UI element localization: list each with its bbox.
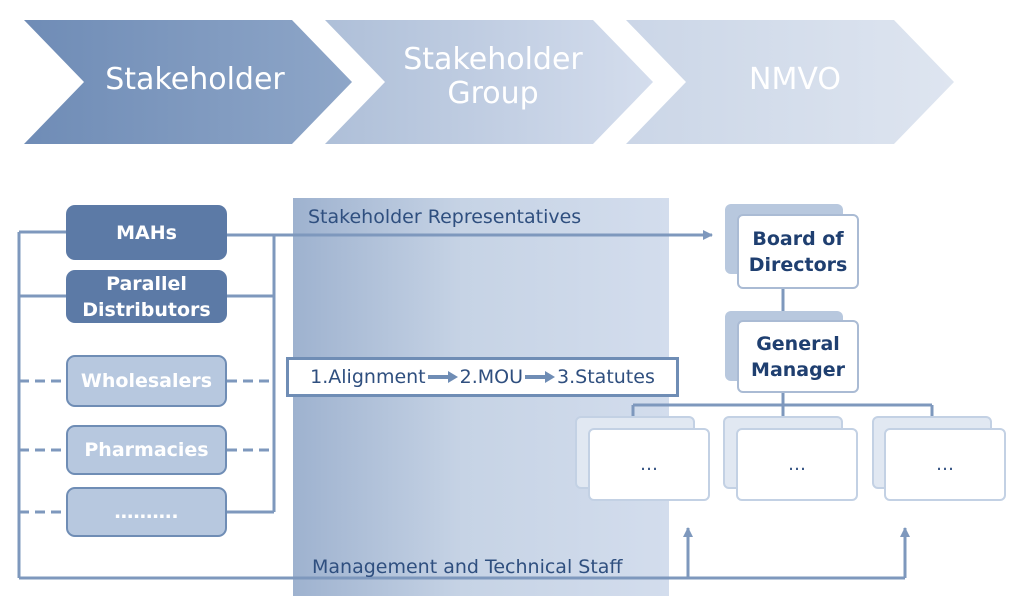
parallel-distributors-box: Parallel Distributors (66, 270, 227, 323)
pharmacies-label: Pharmacies (84, 439, 209, 461)
process-step-alignment: 1.Alignment (310, 366, 426, 388)
header-step-2-label: Stakeholder Group (378, 43, 608, 111)
unit-label: … (788, 454, 806, 475)
chevron-step-1 (24, 20, 352, 144)
board-of-directors-box: Board of Directors (737, 214, 859, 289)
management-staff-label: Management and Technical Staff (312, 556, 623, 578)
mahs-box: MAHs (66, 205, 227, 260)
chevron-step-3 (626, 20, 954, 144)
unit-box-3: … (884, 428, 1006, 501)
unit-label: … (936, 454, 954, 475)
step-label: Stakeholder Group (403, 42, 583, 111)
gm-label: General Manager (751, 332, 845, 381)
mahs-label: MAHs (116, 221, 177, 244)
header-step-3-label: NMVO (680, 63, 910, 97)
process-step-mou: 2.MOU (459, 366, 524, 388)
arrow-right-icon (427, 371, 458, 383)
unit-box-1: … (588, 428, 710, 501)
step-label: Stakeholder (105, 62, 285, 97)
step-label: NMVO (749, 62, 841, 97)
stakeholder-representatives-label: Stakeholder Representatives (308, 206, 582, 228)
wholesalers-label: Wholesalers (80, 370, 213, 392)
pharmacies-box: Pharmacies (66, 425, 227, 475)
parallel-distributors-label: Parallel Distributors (82, 272, 211, 321)
board-label: Board of Directors (748, 227, 848, 276)
header-step-1-label: Stakeholder (80, 63, 310, 97)
general-manager-box: General Manager (737, 320, 859, 393)
unit-label: … (640, 454, 658, 475)
more-stakeholders-box: ………. (66, 487, 227, 537)
arrow-right-icon (525, 371, 556, 383)
unit-box-2: … (736, 428, 858, 501)
process-step-statutes: 3.Statutes (557, 366, 655, 388)
stakeholder-group-panel (293, 198, 669, 596)
wholesalers-box: Wholesalers (66, 355, 227, 407)
more-stakeholders-label: ………. (114, 501, 179, 523)
chevron-step-2 (325, 20, 653, 144)
process-steps: 1.Alignment 2.MOU 3.Statutes (286, 357, 679, 397)
